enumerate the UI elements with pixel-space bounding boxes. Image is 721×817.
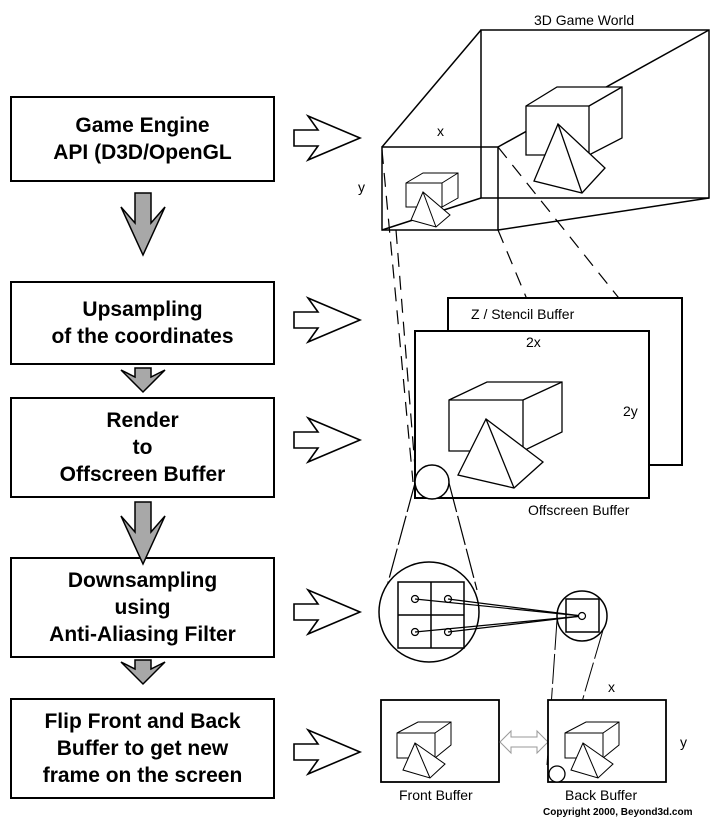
game-world-label: 3D Game World	[534, 12, 634, 28]
back-buffer-pixel-circle	[548, 765, 566, 783]
right-arrow-icon	[293, 589, 361, 635]
step-game-engine: Game Engine API (D3D/OpenGL	[10, 96, 275, 182]
back-buffer-objects	[564, 721, 620, 779]
output-pixel-circle	[556, 590, 608, 642]
viewport-x-label: x	[437, 123, 444, 139]
viewport-objects	[405, 172, 459, 228]
front-buffer-label: Front Buffer	[399, 787, 473, 803]
copyright-label: Copyright 2000, Beyond3d.com	[543, 807, 693, 817]
back-buffer-y-label: y	[680, 734, 687, 750]
step-line: to	[132, 436, 153, 459]
offscreen-label: Offscreen Buffer	[528, 502, 630, 518]
world-objects	[525, 86, 623, 194]
far-plane	[480, 29, 710, 199]
step-line: Render	[106, 409, 179, 432]
step-upsampling: Upsampling of the coordinates	[10, 281, 275, 365]
filter-lines	[414, 598, 583, 633]
step-downsampling: Downsampling using Anti-Aliasing Filter	[10, 557, 275, 658]
flow-arrow-down-icon	[120, 367, 166, 393]
offscreen-2x-label: 2x	[526, 334, 541, 350]
supersample-grid	[397, 581, 465, 649]
step-line: API (D3D/OpenGL	[53, 141, 232, 164]
flow-arrow-down-icon	[120, 659, 166, 685]
step-line: Upsampling	[82, 298, 203, 321]
step-line: Buffer to get new	[56, 737, 229, 760]
flow-arrow-down-icon	[120, 192, 166, 256]
sample-region-circle	[414, 464, 450, 500]
output-sample-point	[577, 611, 587, 621]
right-arrow-icon	[293, 297, 361, 343]
offscreen-2y-label: 2y	[623, 403, 638, 419]
right-arrow-icon	[293, 115, 361, 161]
supersample-circle	[378, 561, 480, 663]
viewport-y-label: y	[358, 179, 365, 195]
step-line: frame on the screen	[42, 764, 243, 787]
step-line: Downsampling	[67, 569, 218, 592]
near-plane-viewport	[381, 146, 499, 231]
right-arrow-icon	[293, 729, 361, 775]
step-line: Game Engine	[75, 114, 210, 137]
magnify-lines	[385, 482, 478, 591]
front-buffer-objects	[396, 721, 452, 779]
flow-arrow-down-icon	[120, 501, 166, 565]
step-render: Render to Offscreen Buffer	[10, 397, 275, 498]
step-line: Flip Front and Back	[44, 710, 241, 733]
step-line: Anti-Aliasing Filter	[49, 623, 236, 646]
output-pixel	[565, 598, 600, 633]
zstencil-label: Z / Stencil Buffer	[471, 306, 575, 322]
swap-arrow-icon	[499, 729, 549, 755]
step-line: Offscreen Buffer	[59, 463, 226, 486]
step-line: using	[114, 596, 171, 619]
back-buffer-x-label: x	[608, 679, 615, 695]
step-line: of the coordinates	[51, 325, 234, 348]
right-arrow-icon	[293, 417, 361, 463]
offscreen-objects	[448, 381, 563, 489]
back-buffer-label: Back Buffer	[565, 787, 637, 803]
step-flip: Flip Front and Back Buffer to get new fr…	[10, 698, 275, 799]
